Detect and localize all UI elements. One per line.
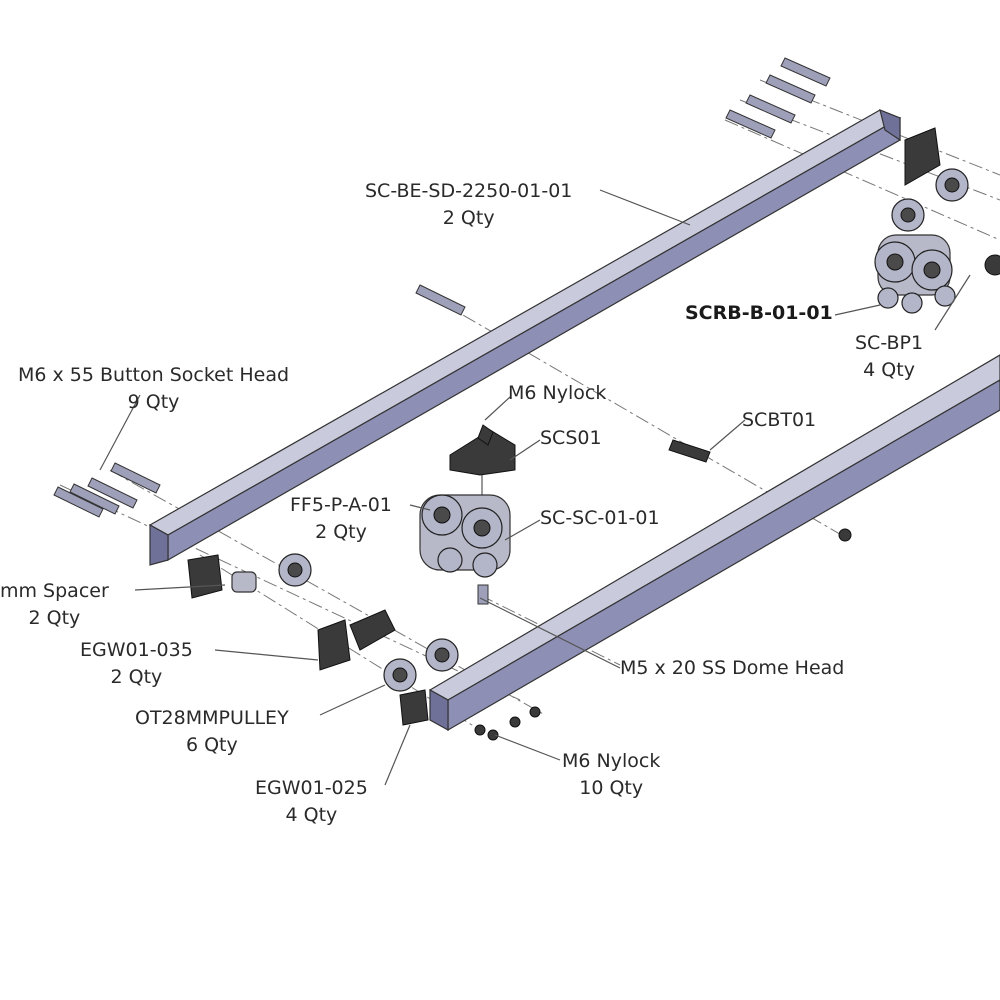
label-scsc: SC-SC-01-01: [540, 505, 660, 532]
label-m5-dome: M5 x 20 SS Dome Head: [620, 655, 844, 682]
pulley-quantity: 6 Qty: [185, 733, 238, 756]
scsc-part-number: SC-SC-01-01: [540, 507, 660, 529]
scs01-part-number: SCS01: [540, 427, 602, 449]
bolt-middle: [415, 284, 466, 316]
bolts-top-right: [725, 57, 831, 139]
scrb-part-number: SCRB-B-01-01: [685, 302, 833, 324]
m6-nylock-bottom-part-number: M6 Nylock: [562, 750, 661, 772]
label-bp1: SC-BP1 4 Qty: [855, 330, 923, 383]
label-scs01: SCS01: [540, 425, 602, 452]
ff5-quantity: 2 Qty: [315, 520, 367, 543]
bolts-left: [53, 462, 161, 518]
end-plate-right: [891, 127, 1000, 276]
egw035-part-number: EGW01-035: [80, 639, 193, 661]
spacer-quantity: 2 Qty: [28, 606, 81, 629]
m6-55-part-number: M6 x 55 Button Socket Head: [18, 364, 290, 386]
leader-lines: [99, 189, 971, 786]
label-scrb: SCRB-B-01-01: [685, 300, 833, 327]
m6-nylock-bottom-quantity: 10 Qty: [579, 776, 644, 799]
ff5-part-number: FF5-P-A-01: [290, 494, 392, 516]
scs01-bracket: [449, 424, 516, 495]
label-m6-nylock-bottom: M6 Nylock 10 Qty: [562, 748, 660, 801]
upper-rail: [148, 109, 902, 566]
bp1-part-number: SC-BP1: [855, 332, 924, 354]
scbt01-part: [668, 439, 852, 542]
pulley-part-number: OT28MMPULLEY: [135, 707, 289, 729]
spacer-part-number: mm Spacer: [0, 580, 109, 602]
bp1-quantity: 4 Qty: [863, 358, 915, 381]
m6-55-quantity: 9 Qty: [127, 390, 180, 413]
egw025-part-number: EGW01-025: [255, 777, 368, 799]
label-rail: SC-BE-SD-2250-01-01 2 Qty: [365, 178, 572, 231]
label-ff5: FF5-P-A-01 2 Qty: [290, 492, 392, 545]
label-spacer: mm Spacer 2 Qty: [0, 578, 109, 631]
m5-dome-part-number: M5 x 20 SS Dome Head: [620, 657, 845, 679]
egw025-quantity: 4 Qty: [285, 803, 338, 826]
egw035-quantity: 2 Qty: [110, 665, 163, 688]
label-pulley: OT28MMPULLEY 6 Qty: [135, 705, 289, 758]
label-m6-55: M6 x 55 Button Socket Head 9 Qty: [18, 362, 289, 415]
rail-quantity: 2 Qty: [442, 206, 495, 229]
scbt01-part-number: SCBT01: [742, 409, 817, 431]
label-egw035: EGW01-035 2 Qty: [80, 637, 193, 690]
label-m6-nylock-top: M6 Nylock: [508, 380, 606, 407]
label-scbt01: SCBT01: [742, 407, 816, 434]
left-end-hardware: [187, 553, 541, 741]
carriage-center: [419, 494, 511, 605]
lower-rail: [428, 354, 1000, 732]
rail-part-number: SC-BE-SD-2250-01-01: [365, 180, 573, 202]
label-egw025: EGW01-025 4 Qty: [255, 775, 368, 828]
carriage-top-right: [874, 234, 956, 314]
m6-nylock-top-part-number: M6 Nylock: [508, 382, 607, 404]
